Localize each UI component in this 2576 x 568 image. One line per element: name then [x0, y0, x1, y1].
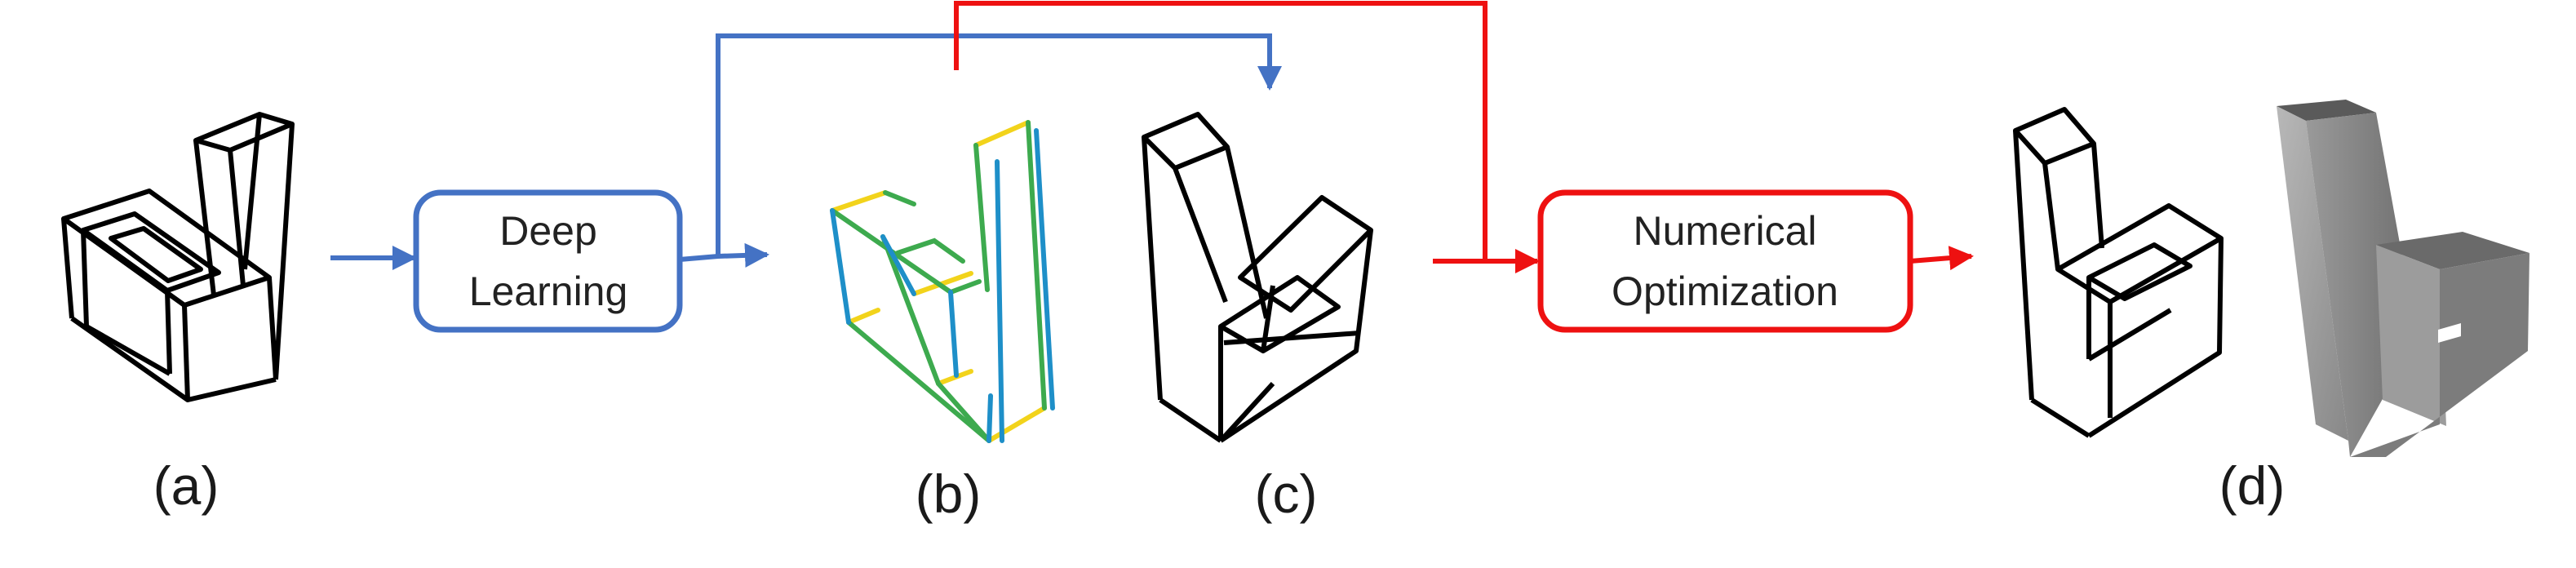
wireframe-output-d — [2013, 107, 2224, 438]
numerical-optimization-box: Numerical Optimization — [1537, 189, 1913, 333]
wireframe-initial-c — [1142, 112, 1373, 443]
numerical-optimization-label-line1: Numerical — [1633, 208, 1816, 254]
arrow-deep-learning-to-c — [716, 33, 1282, 256]
classified-wireframe-b — [830, 120, 1055, 443]
caption-c: (c) — [1255, 464, 1318, 524]
caption-d: (d) — [2219, 455, 2286, 516]
numerical-optimization-label-line2: Optimization — [1612, 268, 1838, 314]
deep-learning-label-line2: Learning — [469, 268, 628, 314]
solid-model-d — [2277, 100, 2529, 457]
wireframe-input-a — [61, 112, 295, 402]
caption-b: (b) — [916, 464, 982, 524]
arrow-deep-learning-to-b — [679, 242, 769, 268]
arrow-optimization-to-d — [1909, 246, 1974, 271]
deep-learning-box: Deep Learning — [413, 189, 683, 333]
caption-a: (a) — [153, 455, 219, 516]
connector-b-to-optimization — [954, 1, 1488, 261]
deep-learning-label-line1: Deep — [499, 208, 597, 254]
